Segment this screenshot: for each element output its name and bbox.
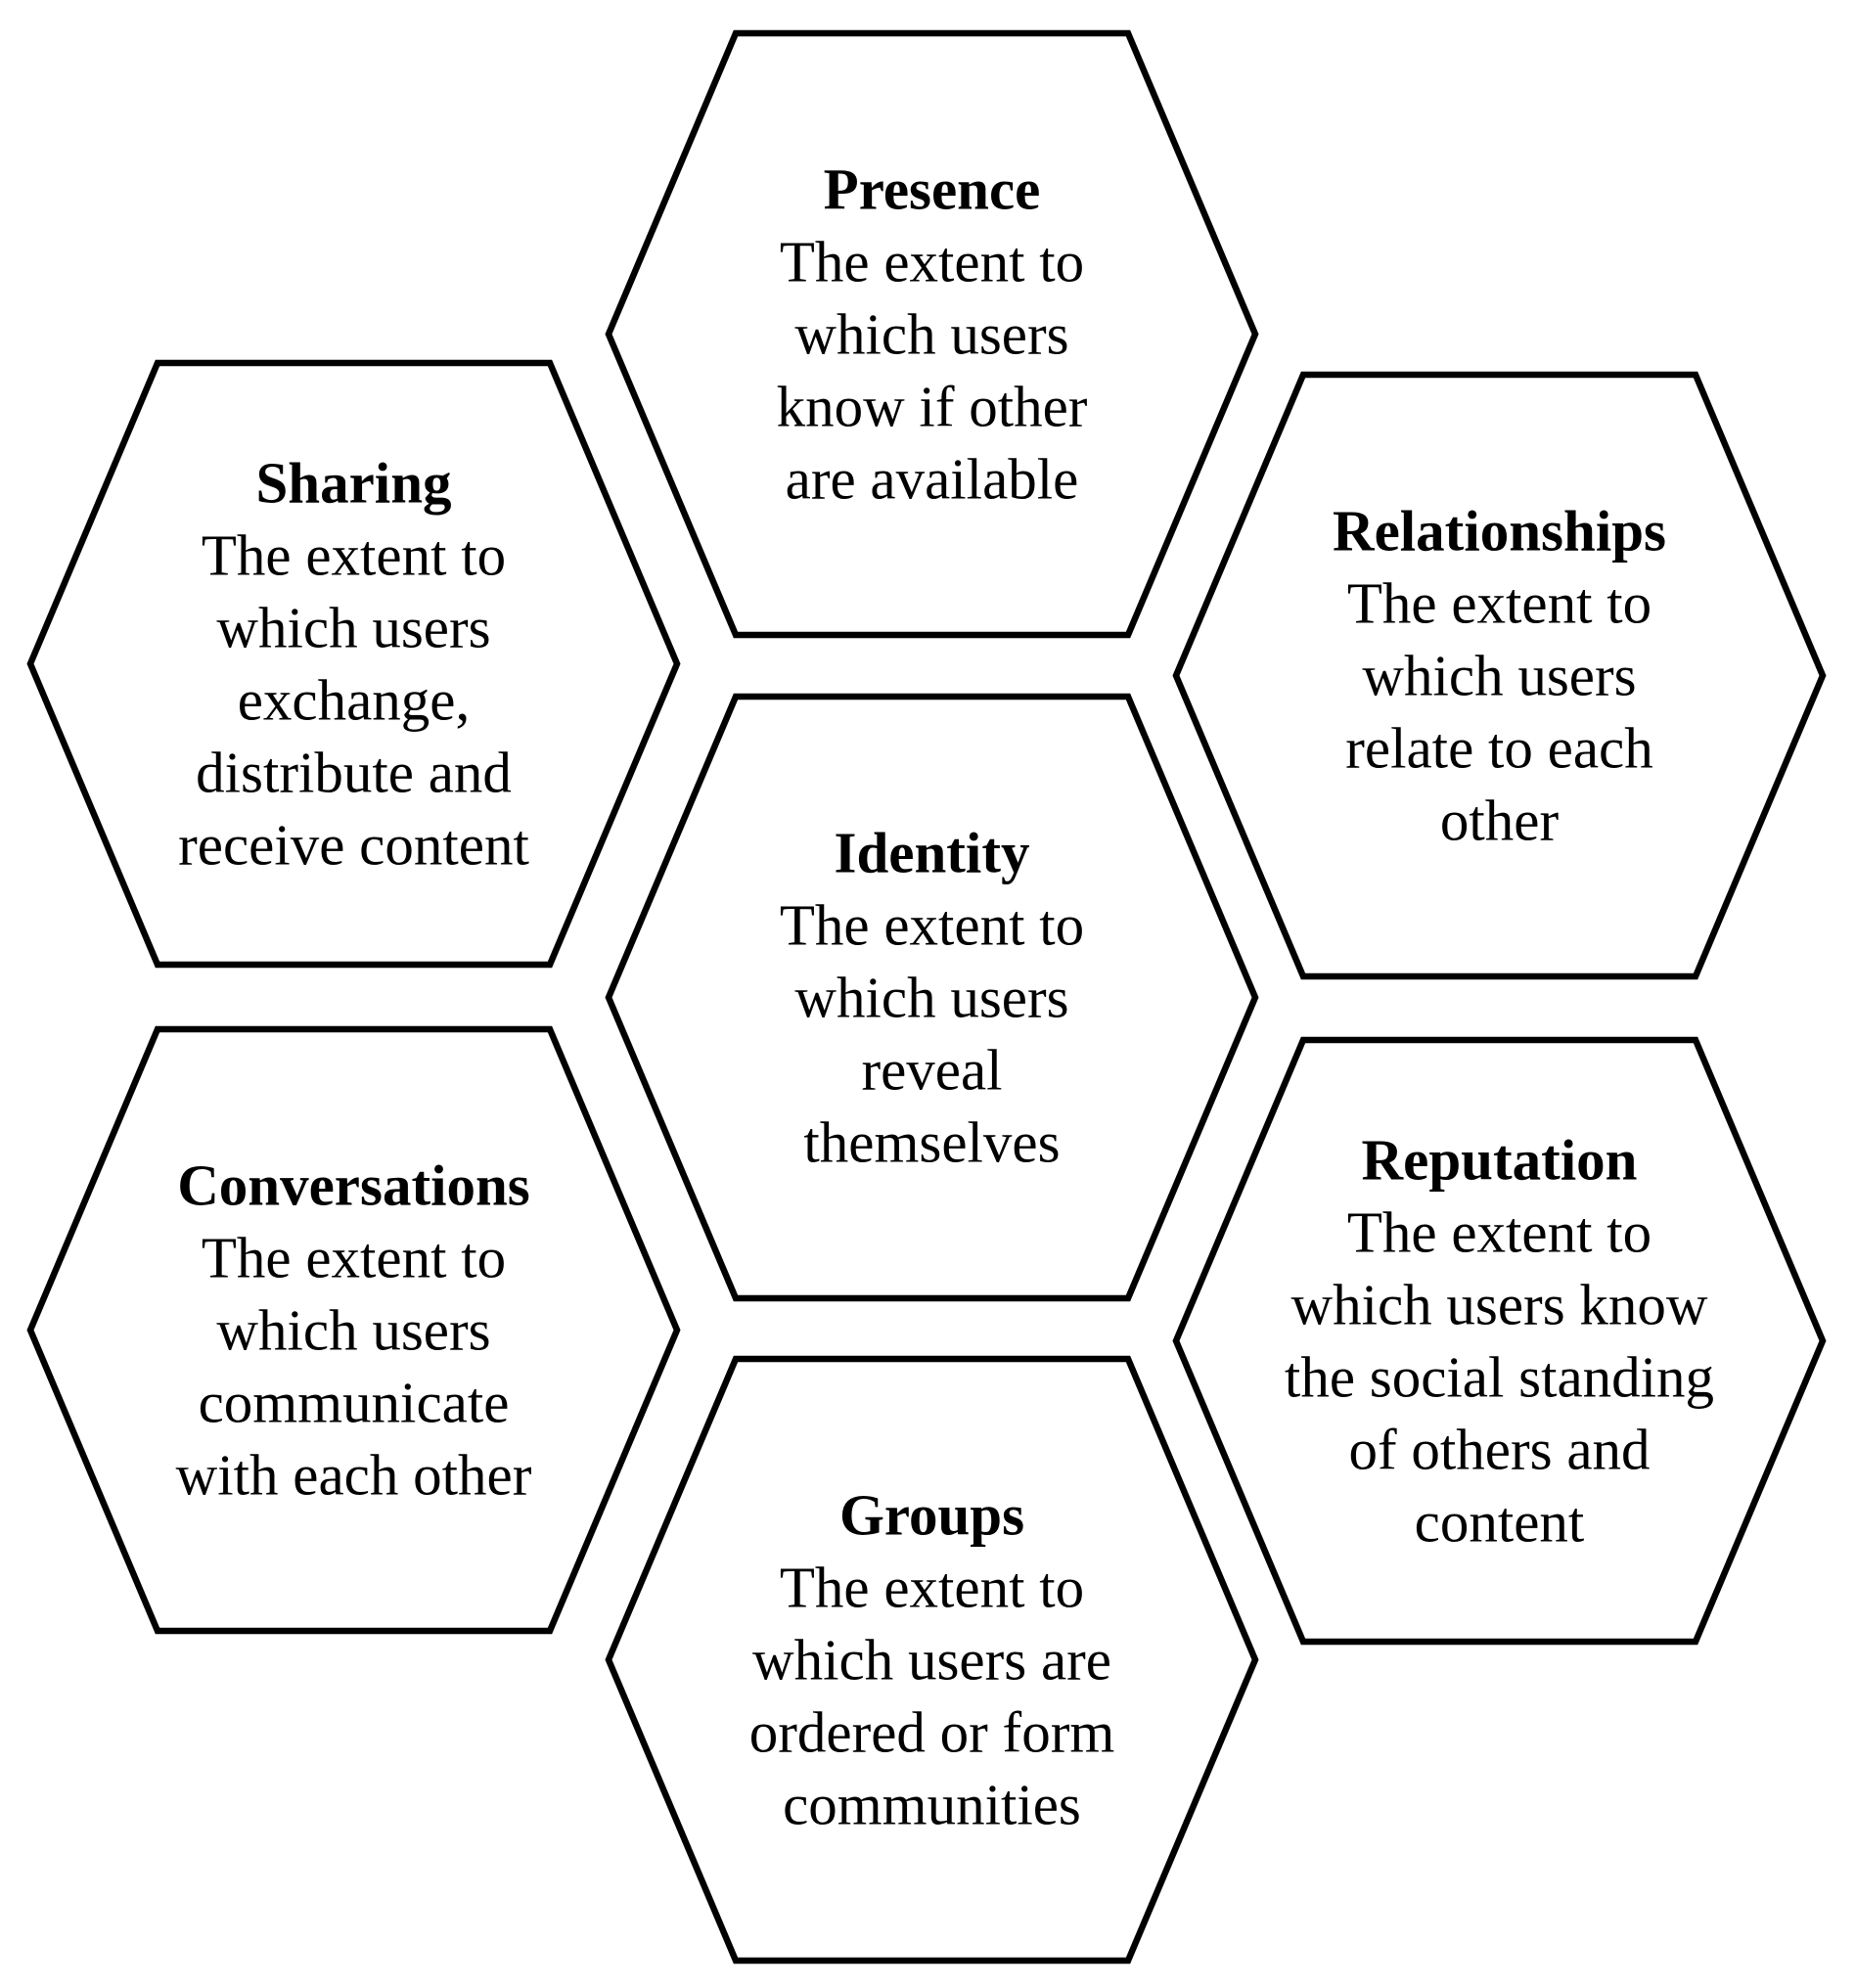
hexagon-groups-description-line: communities (783, 1773, 1081, 1837)
hexagon-identity-description-line: which users (794, 966, 1068, 1030)
hexagon-presence-description-line: know if other (777, 375, 1088, 439)
hexagon-relationships-description-line: The extent to (1347, 571, 1651, 636)
hexagon-presence-description-line: which users (794, 302, 1068, 367)
hexagon-identity-description-line: reveal (861, 1038, 1002, 1103)
hexagon-presence-title: Presence (824, 158, 1041, 222)
hexagon-relationships-description-line: relate to each (1345, 716, 1652, 781)
hexagon-conversations-outline (26, 1025, 681, 1635)
hexagon-presence-description-line: The extent to (780, 230, 1084, 294)
hexagon-groups-description-line: The extent to (780, 1556, 1084, 1620)
hexagon-conversations-description-line: with each other (176, 1443, 532, 1508)
hexagon-groups-title: Groups (839, 1483, 1024, 1548)
hexagon-conversations-title: Conversations (177, 1153, 530, 1218)
hexagon-identity-description-line: themselves (803, 1110, 1060, 1175)
hexagon-sharing-description-line: The extent to (202, 523, 506, 588)
hexagon-conversations-description-line: The extent to (202, 1226, 506, 1290)
hexagon-sharing-description-line: exchange, (238, 668, 471, 733)
hexagon-relationships-description-line: which users (1362, 644, 1636, 708)
hexagon-reputation-description-line: of others and (1348, 1418, 1650, 1482)
hexagon-presence-outline (605, 29, 1259, 639)
hexagon-groups-description-line: ordered or form (749, 1700, 1115, 1765)
hexagon-conversations-description-line: communicate (199, 1371, 510, 1435)
hexagon-groups-description-line: which users are (752, 1628, 1111, 1693)
hexagon-sharing-description-line: which users (216, 596, 490, 660)
hexagon-sharing-title: Sharing (255, 451, 451, 516)
hexagon-sharing-outline (26, 359, 681, 969)
hexagon-reputation-outline (1172, 1036, 1827, 1646)
hexagon-identity-title: Identity (835, 821, 1030, 885)
hexagon-reputation-description-line: which users know (1290, 1273, 1707, 1337)
hexagon-reputation-description-line: The extent to (1347, 1200, 1651, 1265)
hexagon-groups-outline (605, 1355, 1259, 1965)
hexagon-reputation-description-line: the social standing (1285, 1345, 1714, 1410)
hexagon-presence-description-line: are available (786, 447, 1079, 512)
hexagon-reputation-description-line: content (1415, 1490, 1585, 1555)
hexagon-reputation-title: Reputation (1362, 1128, 1638, 1193)
hexagon-relationships-title: Relationships (1333, 499, 1666, 564)
hexagon-identity-outline (605, 693, 1259, 1302)
hexagon-sharing-description-line: distribute and (196, 741, 512, 805)
hexagon-relationships-description-line: other (1440, 789, 1560, 853)
hexagon-sharing-description-line: receive content (178, 813, 529, 878)
hexagon-relationships-outline (1172, 371, 1827, 980)
hexagon-conversations-description-line: which users (216, 1298, 490, 1363)
hexagon-identity-description-line: The extent to (780, 893, 1084, 958)
